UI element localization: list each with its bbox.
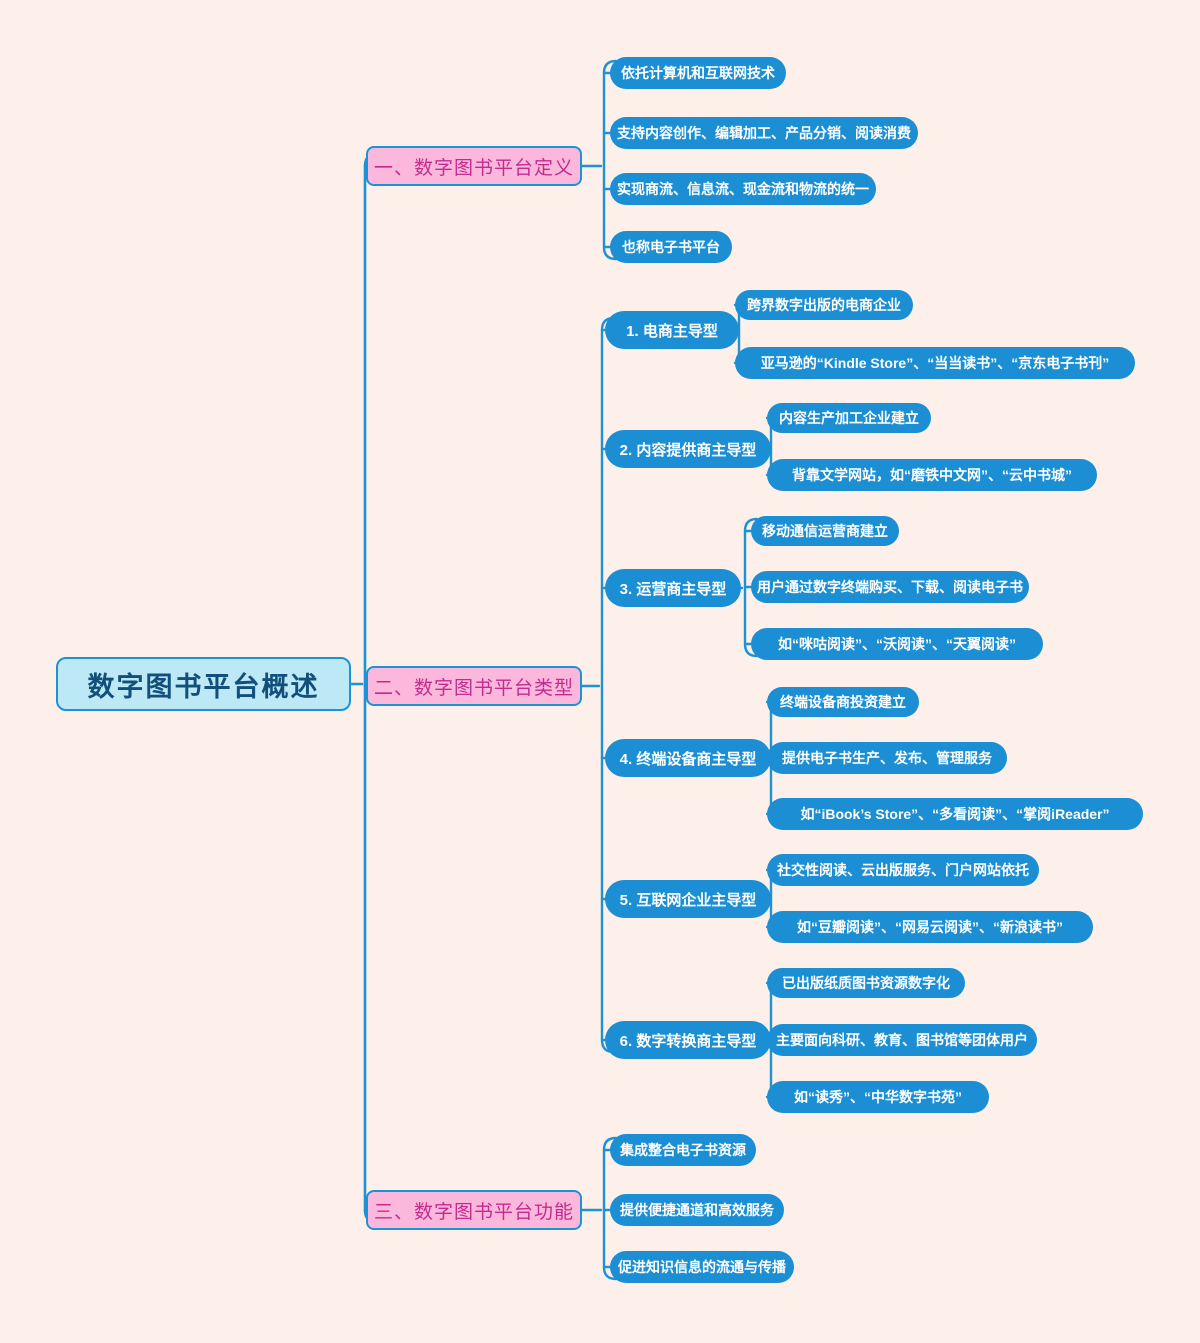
leaf-node-2-6-3-label: 如“读秀”、“中华数字书苑” (794, 1089, 962, 1105)
leaf-node-2-6-2[interactable]: 主要面向科研、教育、图书馆等团体用户 (767, 1024, 1037, 1056)
leaf-node-2-3-2-label: 用户通过数字终端购买、下载、阅读电子书 (757, 579, 1023, 595)
leaf-node-2-3-1[interactable]: 移动通信运营商建立 (751, 516, 899, 546)
leaf-node-3-1-label: 集成整合电子书资源 (620, 1142, 746, 1158)
subbranch-node-2-4[interactable]: 4. 终端设备商主导型 (605, 739, 771, 777)
leaf-node-2-6-3[interactable]: 如“读秀”、“中华数字书苑” (767, 1081, 989, 1113)
leaf-node-2-4-3-label: 如“iBook’s Store”、“多看阅读”、“掌阅iReader” (800, 806, 1110, 822)
leaf-node-2-1-2-label: 亚马逊的“Kindle Store”、“当当读书”、“京东电子书刊” (760, 355, 1110, 371)
subbranch-node-2-2-label: 2. 内容提供商主导型 (619, 441, 757, 459)
branch-node-3[interactable]: 三、数字图书平台功能 (366, 1190, 582, 1230)
leaf-node-1-4-label: 也称电子书平台 (622, 239, 720, 255)
leaf-node-2-2-2-label: 背靠文学网站，如“磨铁中文网”、“云中书城” (792, 467, 1072, 483)
subbranch-node-2-5-label: 5. 互联网企业主导型 (619, 891, 757, 909)
leaf-node-2-2-2[interactable]: 背靠文学网站，如“磨铁中文网”、“云中书城” (767, 459, 1097, 491)
leaf-node-2-4-2[interactable]: 提供电子书生产、发布、管理服务 (767, 742, 1007, 774)
leaf-node-3-2-label: 提供便捷通道和高效服务 (620, 1202, 774, 1218)
leaf-node-2-4-1-label: 终端设备商投资建立 (780, 694, 906, 710)
subbranch-node-2-2[interactable]: 2. 内容提供商主导型 (605, 430, 771, 468)
subbranch-node-2-5[interactable]: 5. 互联网企业主导型 (605, 880, 771, 918)
leaf-node-2-5-2[interactable]: 如“豆瓣阅读”、“网易云阅读”、“新浪读书” (767, 911, 1093, 943)
branch-node-3-label: 三、数字图书平台功能 (374, 1201, 575, 1223)
leaf-node-2-1-2[interactable]: 亚马逊的“Kindle Store”、“当当读书”、“京东电子书刊” (735, 347, 1135, 379)
subbranch-node-2-3[interactable]: 3. 运营商主导型 (605, 569, 741, 607)
leaf-node-2-5-2-label: 如“豆瓣阅读”、“网易云阅读”、“新浪读书” (797, 919, 1063, 935)
leaf-node-2-1-1[interactable]: 跨界数字出版的电商企业 (735, 290, 913, 320)
root-node-label: 数字图书平台概述 (87, 671, 320, 702)
leaf-node-2-4-2-label: 提供电子书生产、发布、管理服务 (782, 750, 992, 766)
subbranch-node-2-6-label: 6. 数字转换商主导型 (619, 1032, 757, 1050)
subbranch-node-2-1-label: 1. 电商主导型 (626, 322, 718, 340)
leaf-node-1-3-label: 实现商流、信息流、现金流和物流的统一 (617, 181, 869, 197)
leaf-node-3-3[interactable]: 促进知识信息的流通与传播 (610, 1251, 794, 1283)
subbranch-node-2-1[interactable]: 1. 电商主导型 (605, 311, 739, 349)
leaf-node-2-6-2-label: 主要面向科研、教育、图书馆等团体用户 (776, 1032, 1028, 1048)
leaf-node-2-4-3[interactable]: 如“iBook’s Store”、“多看阅读”、“掌阅iReader” (767, 798, 1143, 830)
leaf-node-1-2[interactable]: 支持内容创作、编辑加工、产品分销、阅读消费 (610, 117, 918, 149)
branch-node-1[interactable]: 一、数字图书平台定义 (366, 146, 582, 186)
leaf-node-2-3-2[interactable]: 用户通过数字终端购买、下载、阅读电子书 (751, 571, 1029, 603)
leaf-node-3-2[interactable]: 提供便捷通道和高效服务 (610, 1194, 784, 1226)
leaf-node-2-3-3[interactable]: 如“咪咕阅读”、“沃阅读”、“天翼阅读” (751, 628, 1043, 660)
leaf-node-1-2-label: 支持内容创作、编辑加工、产品分销、阅读消费 (617, 125, 911, 141)
leaf-node-2-3-3-label: 如“咪咕阅读”、“沃阅读”、“天翼阅读” (778, 636, 1016, 652)
leaf-node-1-1[interactable]: 依托计算机和互联网技术 (610, 57, 786, 89)
leaf-node-1-4[interactable]: 也称电子书平台 (610, 231, 732, 263)
subbranch-node-2-6[interactable]: 6. 数字转换商主导型 (605, 1021, 771, 1059)
leaf-node-2-3-1-label: 移动通信运营商建立 (762, 523, 888, 539)
leaf-node-2-5-1[interactable]: 社交性阅读、云出版服务、门户网站依托 (767, 854, 1039, 886)
leaf-node-1-1-label: 依托计算机和互联网技术 (621, 65, 775, 81)
leaf-node-2-5-1-label: 社交性阅读、云出版服务、门户网站依托 (777, 862, 1029, 878)
leaf-node-2-6-1[interactable]: 已出版纸质图书资源数字化 (767, 968, 965, 998)
branch-node-1-label: 一、数字图书平台定义 (374, 157, 575, 179)
leaf-node-2-2-1-label: 内容生产加工企业建立 (779, 410, 919, 426)
subbranch-node-2-3-label: 3. 运营商主导型 (619, 580, 727, 598)
branch-node-2[interactable]: 二、数字图书平台类型 (366, 666, 582, 706)
branch-node-2-label: 二、数字图书平台类型 (374, 677, 575, 699)
leaf-node-2-4-1[interactable]: 终端设备商投资建立 (767, 687, 919, 717)
leaf-node-1-3[interactable]: 实现商流、信息流、现金流和物流的统一 (610, 173, 876, 205)
leaf-node-3-3-label: 促进知识信息的流通与传播 (618, 1259, 786, 1275)
leaf-node-2-6-1-label: 已出版纸质图书资源数字化 (782, 975, 950, 991)
root-node[interactable]: 数字图书平台概述 (56, 657, 351, 711)
leaf-node-2-1-1-label: 跨界数字出版的电商企业 (747, 297, 901, 313)
subbranch-node-2-4-label: 4. 终端设备商主导型 (619, 750, 757, 768)
leaf-node-2-2-1[interactable]: 内容生产加工企业建立 (767, 403, 931, 433)
leaf-node-3-1[interactable]: 集成整合电子书资源 (610, 1134, 756, 1166)
